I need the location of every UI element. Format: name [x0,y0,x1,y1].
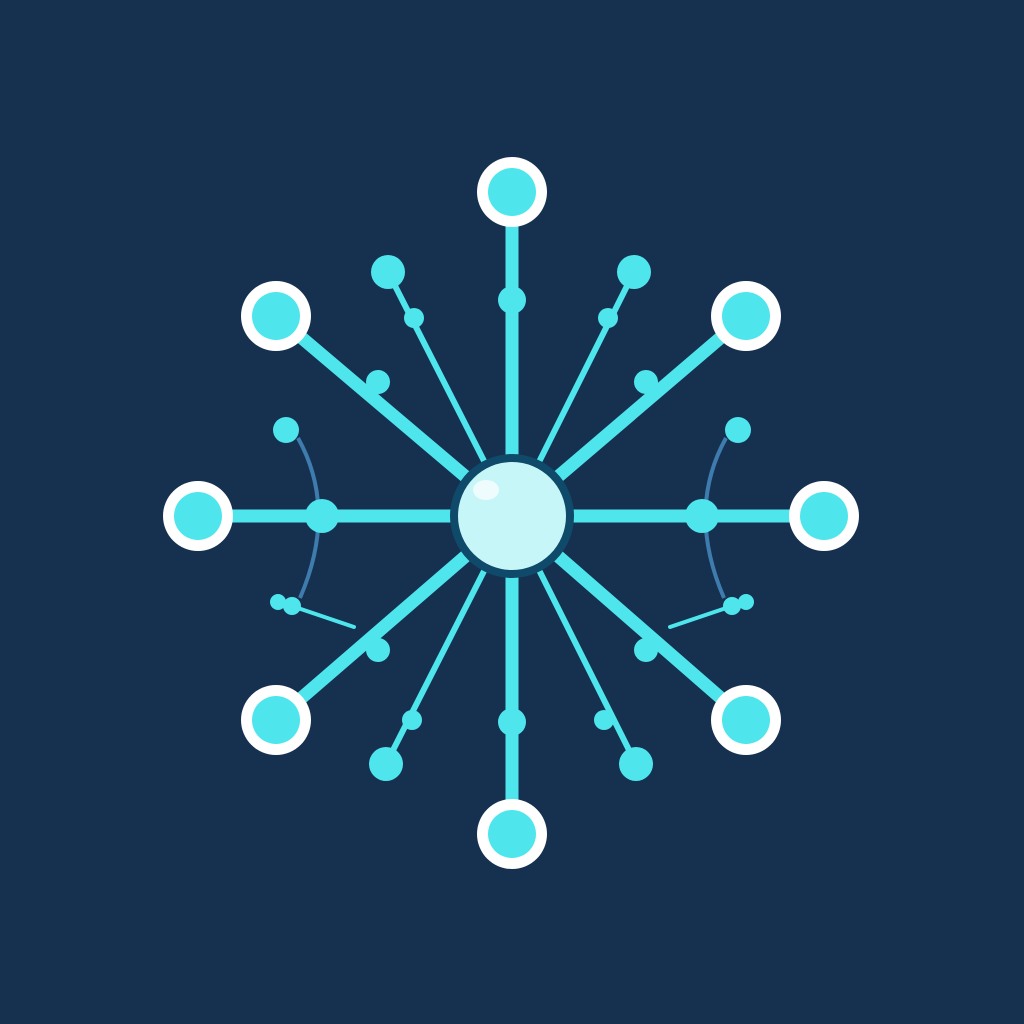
outer-node-right [800,492,848,540]
branch-joint-bottom-left [402,710,422,730]
left-arc-bottom-node-b [283,597,301,615]
joint-left [305,499,339,533]
right-arc-bottom-node-a [738,594,754,610]
right-arc-bottom-node-b [723,597,741,615]
hub [458,462,566,570]
joint-bottom-left [366,638,390,662]
outer-node-top [488,168,536,216]
branch-tip-bottom-right [619,747,653,781]
branch-joint-top-right [598,308,618,328]
outer-node-top-left [252,292,300,340]
joint-top [498,286,526,314]
left-arc-top-node [273,417,299,443]
outer-node-bottom [488,810,536,858]
joint-right [685,499,719,533]
branch-tip-top-left [371,255,405,289]
right-arc-top-node [725,417,751,443]
joint-top-right [634,370,658,394]
outer-node-left [174,492,222,540]
branch-tip-bottom-left [369,747,403,781]
outer-node-bottom-left [252,696,300,744]
branch-joint-bottom-right [594,710,614,730]
branch-joint-top-left [404,308,424,328]
joint-top-left [366,370,390,394]
outer-node-top-right [722,292,770,340]
joint-bottom-right [634,638,658,662]
hub-highlight [473,480,499,500]
branch-tip-top-right [617,255,651,289]
left-arc-bottom-node-a [270,594,286,610]
joint-bottom [498,708,526,736]
outer-node-bottom-right [722,696,770,744]
